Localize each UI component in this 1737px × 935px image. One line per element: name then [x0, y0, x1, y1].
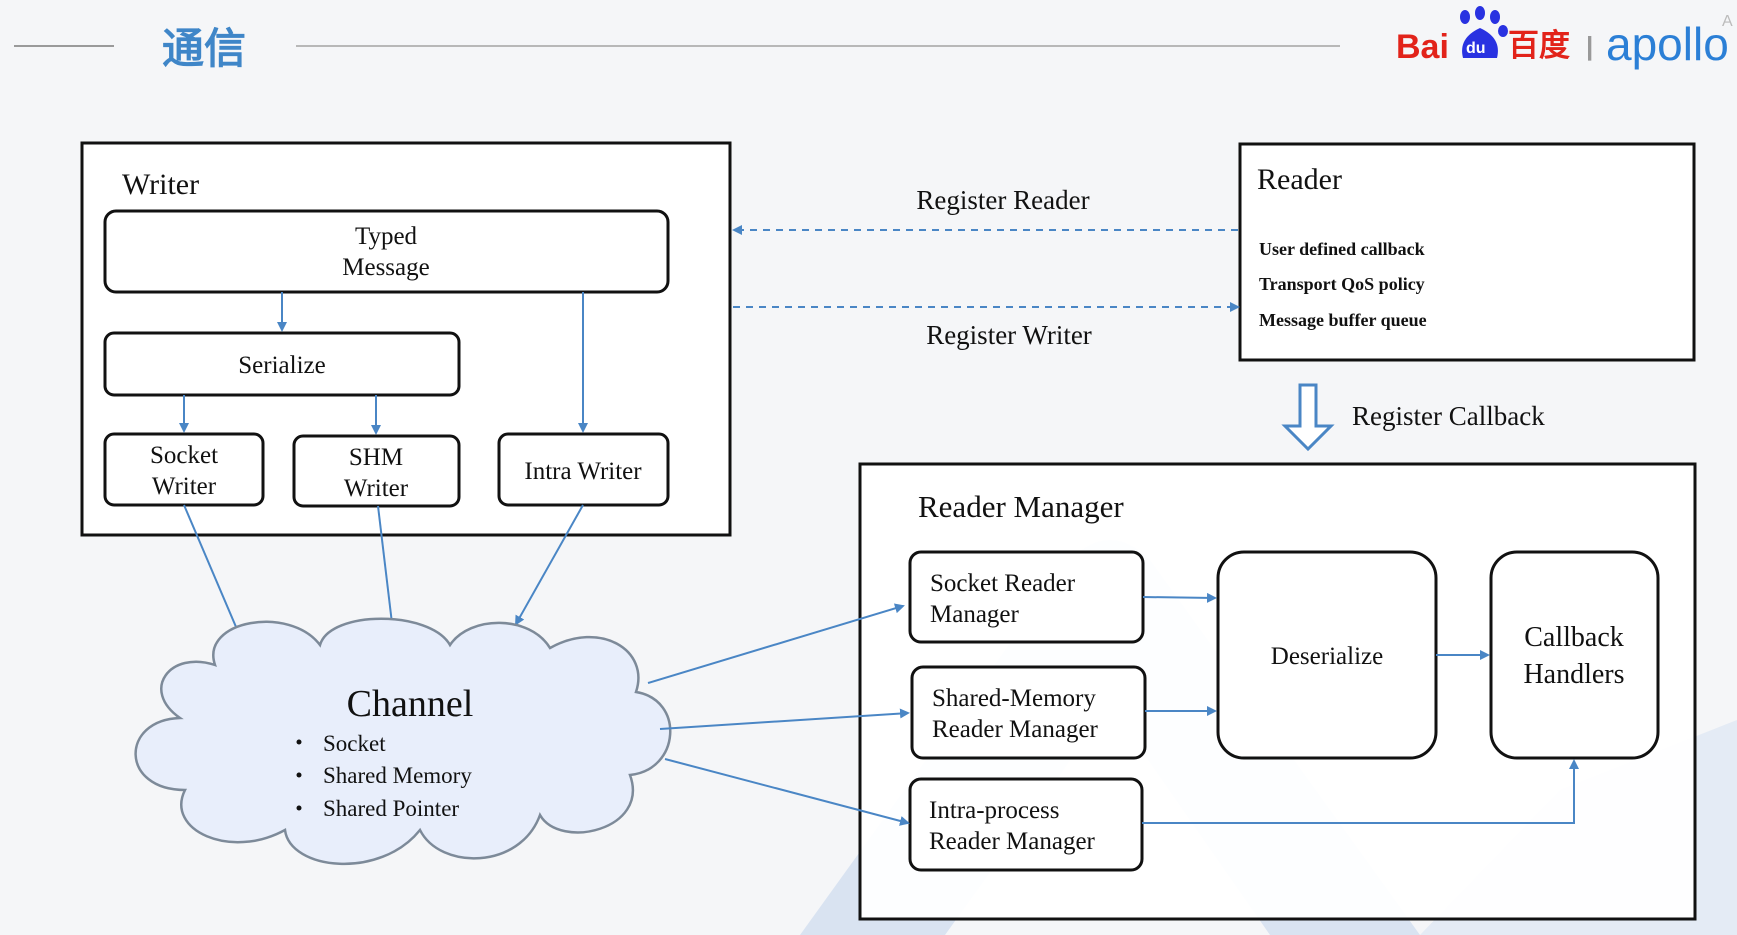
- reader-label: Reader: [1257, 163, 1342, 196]
- channel-item-2: Shared Memory: [323, 763, 472, 788]
- shm-writer-line2: Writer: [344, 475, 409, 502]
- shm-writer-line1: SHM: [349, 444, 403, 471]
- channel-bullet-1: [296, 739, 302, 745]
- reader-manager-label: Reader Manager: [918, 489, 1124, 524]
- callback-handlers-line1: Callback: [1524, 622, 1624, 653]
- socket-writer-line1: Socket: [150, 442, 218, 469]
- deserialize-label: Deserialize: [1271, 643, 1383, 670]
- arrow-socket-reader-to-deserialize: [1142, 592, 1217, 603]
- socket-writer-line2: Writer: [152, 473, 217, 500]
- reader-item-2: Transport QoS policy: [1259, 274, 1425, 294]
- register-reader-label: Register Reader: [916, 185, 1089, 215]
- socket-reader-manager-line2: Manager: [930, 601, 1020, 628]
- arrow-shm-writer-to-channel: [377, 505, 399, 642]
- arrow-channel-to-socket-reader: [647, 603, 905, 684]
- channel-bullet-2: [296, 772, 302, 778]
- channel-cloud: [134, 617, 672, 865]
- page-title: 通信: [162, 24, 246, 73]
- baidu-logo: Bai du 百度 | apollo A: [1396, 6, 1733, 70]
- shm-reader-manager-line2: Reader Manager: [932, 716, 1099, 743]
- baidu-logo-bai: Bai: [1396, 28, 1449, 66]
- corner-glyph: A: [1722, 13, 1733, 30]
- socket-reader-manager-line1: Socket Reader: [930, 570, 1076, 597]
- arrow-channel-to-shm-reader: [659, 708, 910, 730]
- arrow-socket-writer-to-channel: [183, 504, 247, 650]
- intra-writer-label: Intra Writer: [524, 458, 642, 485]
- channel-item-1: Socket: [323, 731, 386, 756]
- reader-item-1: User defined callback: [1259, 239, 1425, 259]
- channel-bullet-3: [296, 805, 302, 811]
- reader-item-3: Message buffer queue: [1259, 310, 1427, 330]
- reader-panel: [1238, 142, 1696, 362]
- intra-writer-box: [497, 432, 670, 507]
- baidu-paw-icon: [1460, 6, 1508, 58]
- logo-separator: |: [1586, 31, 1593, 61]
- arrow-channel-to-intra-reader: [664, 758, 910, 826]
- shm-writer-box: [292, 434, 461, 508]
- serialize-box: [103, 331, 461, 397]
- register-writer-label: Register Writer: [926, 320, 1092, 350]
- register-callback-label: Register Callback: [1352, 401, 1545, 431]
- typed-message-box: [103, 209, 670, 294]
- apollo-logo: apollo: [1606, 18, 1729, 70]
- channel-item-3: Shared Pointer: [323, 796, 459, 821]
- callback-handlers-box: [1489, 550, 1660, 760]
- baidu-logo-du: du: [1466, 40, 1486, 57]
- writer-label: Writer: [122, 168, 199, 201]
- serialize-label: Serialize: [238, 352, 325, 379]
- register-callback-arrow: [1281, 383, 1335, 452]
- intra-reader-manager-line1: Intra-process: [929, 797, 1060, 824]
- typed-message-line1: Typed: [355, 223, 418, 250]
- callback-handlers-line2: Handlers: [1523, 659, 1624, 690]
- shm-reader-manager-line1: Shared-Memory: [932, 685, 1096, 712]
- intra-reader-manager-line2: Reader Manager: [929, 828, 1096, 855]
- arrow-intra-reader-to-callback: [1142, 759, 1579, 824]
- intra-reader-manager-box: [908, 777, 1144, 872]
- channel-label: Channel: [347, 683, 474, 725]
- baidu-logo-chinese: 百度: [1508, 28, 1570, 63]
- typed-message-line2: Message: [342, 254, 429, 281]
- arrow-intra-writer-to-channel: [515, 504, 584, 626]
- shm-reader-manager-box: [910, 665, 1147, 760]
- socket-reader-manager-box: [908, 550, 1145, 644]
